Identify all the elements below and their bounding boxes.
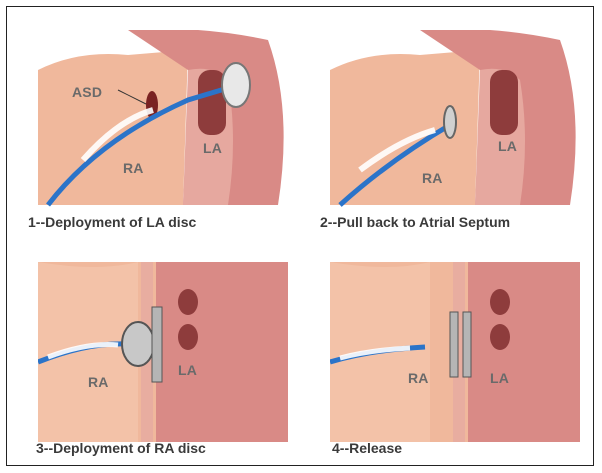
left-atrium-chamber xyxy=(468,262,580,442)
la-label: LA xyxy=(498,138,517,154)
panel-release: RA LA xyxy=(330,262,580,422)
caption-step-4: 4--Release xyxy=(332,440,402,456)
caption-step-3: 3--Deployment of RA disc xyxy=(36,440,206,456)
right-atrium-wall xyxy=(330,50,480,205)
left-atrium-chamber xyxy=(156,262,288,442)
panel-3-illustration xyxy=(38,262,288,442)
la-disc xyxy=(152,307,162,382)
panel-4-illustration xyxy=(330,262,580,442)
ra-disc xyxy=(450,312,458,377)
panel-pull-back: RA LA xyxy=(330,30,580,190)
panel-deployment-ra-disc: RA LA xyxy=(38,262,288,422)
pulmonary-vein-opening xyxy=(490,324,510,350)
panel-deployment-la-disc: ASD RA LA xyxy=(38,30,288,190)
ra-disc xyxy=(122,322,154,366)
la-disc xyxy=(463,312,471,377)
la-label: LA xyxy=(203,140,222,156)
caption-step-1: 1--Deployment of LA disc xyxy=(28,214,196,230)
pulmonary-vein-opening xyxy=(490,70,518,135)
caption-step-2: 2--Pull back to Atrial Septum xyxy=(320,214,510,230)
ra-label: RA xyxy=(88,374,109,390)
la-disc xyxy=(222,63,250,107)
la-disc xyxy=(444,106,456,138)
pulmonary-vein-opening xyxy=(490,289,510,315)
asd-label: ASD xyxy=(72,84,102,100)
ra-label: RA xyxy=(422,170,443,186)
panel-2-illustration xyxy=(330,30,580,210)
panel-1-illustration xyxy=(38,30,288,210)
ra-label: RA xyxy=(408,370,429,386)
pulmonary-vein-opening xyxy=(178,289,198,315)
la-label: LA xyxy=(490,370,509,386)
la-label: LA xyxy=(178,362,197,378)
pulmonary-vein-opening xyxy=(178,324,198,350)
ra-label: RA xyxy=(123,160,144,176)
